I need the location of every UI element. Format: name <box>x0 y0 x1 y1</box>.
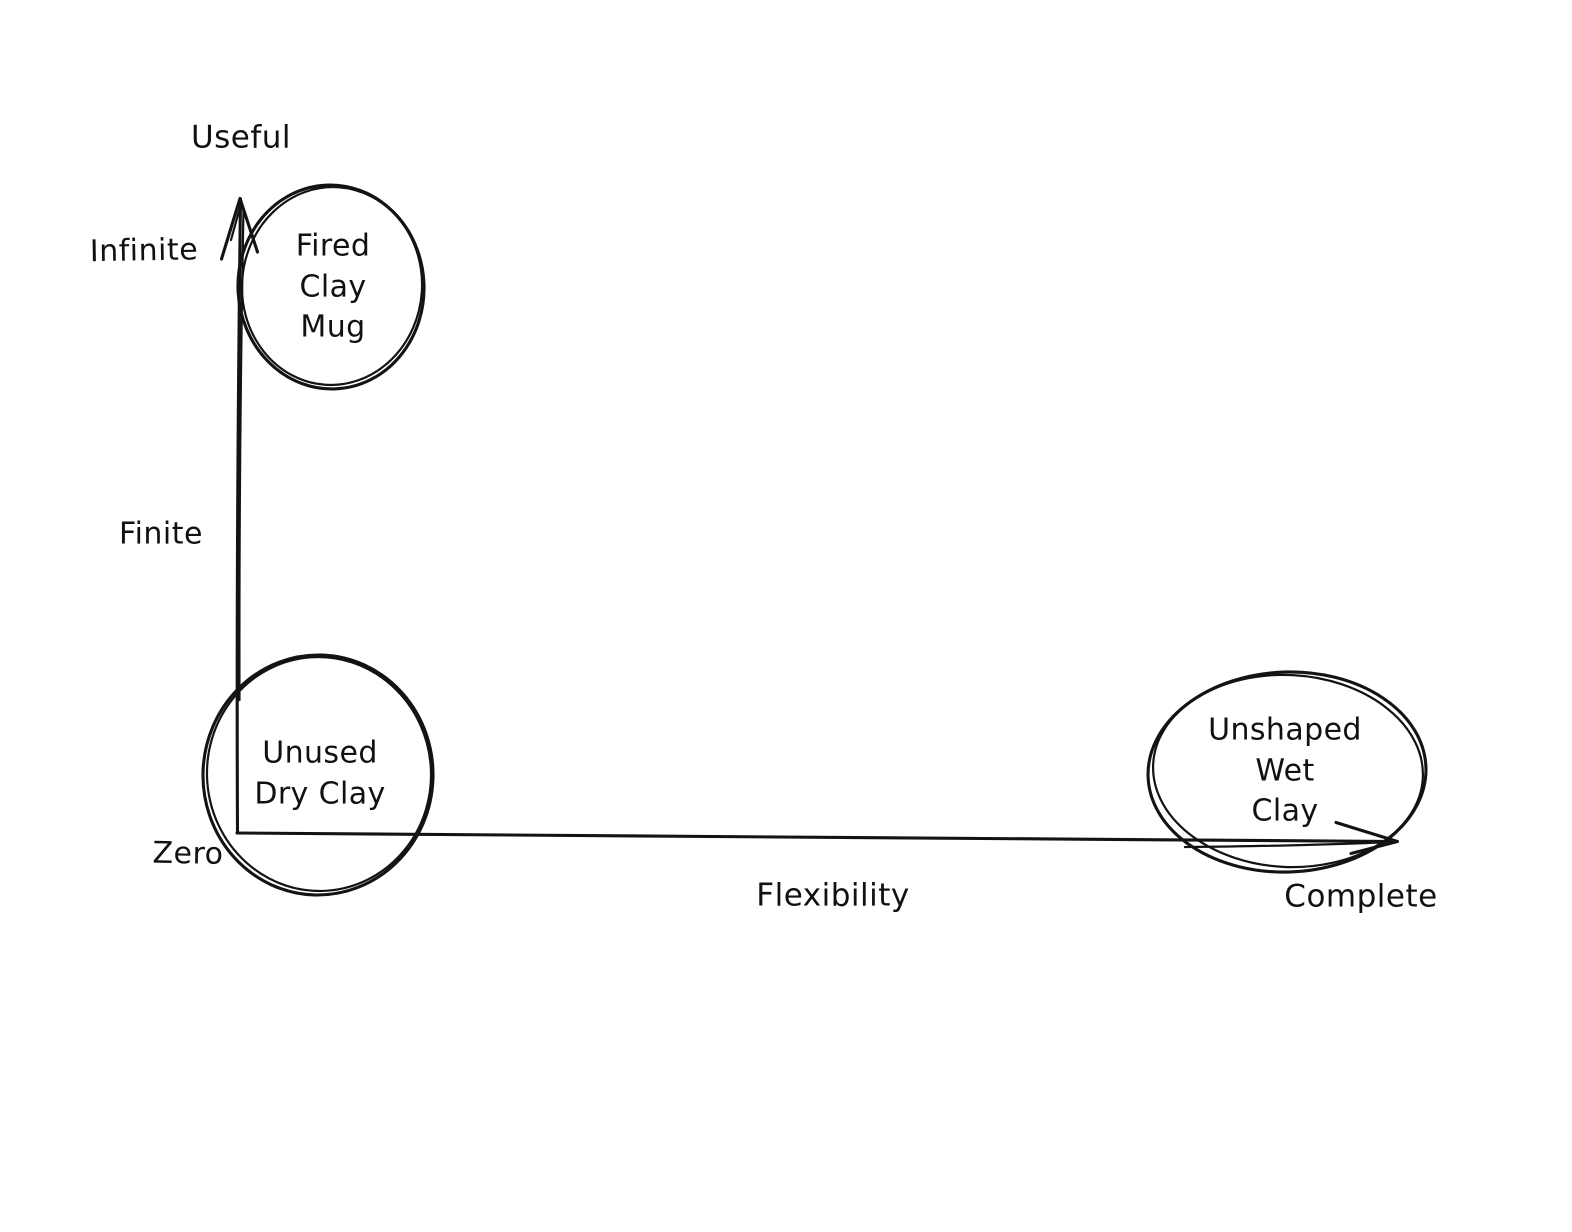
unshaped-wet-clay-ellipse <box>1146 670 1428 874</box>
node-label-line: Mug <box>300 309 366 345</box>
x-axis-name-label: Flexibility <box>756 877 910 914</box>
y-axis-name-label: Useful <box>190 119 292 156</box>
x-axis-line-overdraw <box>1183 840 1399 849</box>
x-axis-tick-complete: Complete <box>1284 878 1438 915</box>
node-label-fired-clay-mug: Fired Clay Mug <box>296 226 371 348</box>
node-circle-unshaped-wet-clay <box>1146 670 1428 874</box>
unshaped-wet-clay-ellipse-overdraw <box>1151 673 1425 869</box>
node-label-line: Fired <box>295 228 371 264</box>
fired-clay-mug-ellipse <box>236 183 426 391</box>
node-label-line: Dry Clay <box>254 776 386 811</box>
y-axis-tick-finite: Finite <box>119 516 203 552</box>
unused-dry-clay-ellipse <box>201 653 435 897</box>
node-label-line: Unused <box>262 735 378 771</box>
node-label-unused-dry-clay: Unused Dry Clay <box>254 734 385 815</box>
y-axis-tick-zero: Zero <box>152 835 224 872</box>
node-label-line: Unshaped <box>1208 712 1362 748</box>
node-circle-fired-clay-mug <box>236 183 426 391</box>
node-label-unshaped-wet-clay: Unshaped Wet Clay <box>1208 710 1362 832</box>
y-axis-arrow-overdraw <box>229 200 243 242</box>
node-label-line: Clay <box>1251 793 1319 829</box>
unused-dry-clay-ellipse-overdraw <box>205 655 433 893</box>
x-axis-line <box>235 831 1399 844</box>
node-circle-unused-dry-clay <box>201 653 435 897</box>
fired-clay-mug-ellipse-overdraw <box>240 185 424 387</box>
node-label-line: Clay <box>299 268 367 304</box>
y-axis-tick-infinite: Infinite <box>89 232 199 270</box>
node-label-line: Wet <box>1255 752 1315 788</box>
x-axis-arrow-icon <box>1334 820 1400 856</box>
